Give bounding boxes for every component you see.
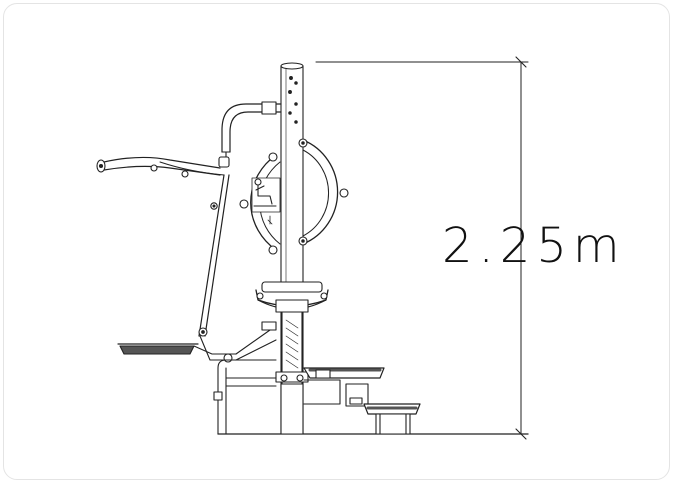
wheel-frame <box>239 138 349 255</box>
height-dimension-label: 2.25m <box>442 218 626 274</box>
left-handle <box>96 156 225 178</box>
height-dimension <box>315 56 529 440</box>
lower-frame <box>213 329 304 435</box>
instruction-sign-icon <box>251 177 281 225</box>
seat-column <box>261 311 309 385</box>
right-footrest <box>303 367 385 407</box>
diagonal-rod <box>198 174 230 337</box>
diagram-card <box>3 3 670 480</box>
upper-arm <box>218 101 282 168</box>
seat <box>255 281 329 313</box>
lower-step <box>363 403 421 435</box>
left-footrest <box>117 335 237 363</box>
